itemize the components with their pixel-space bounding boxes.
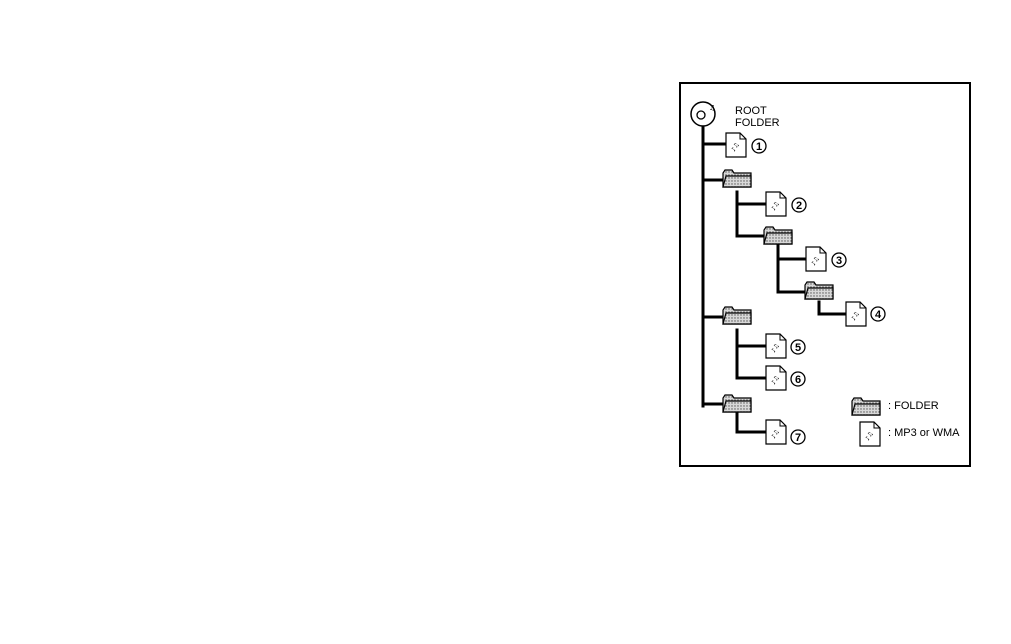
svg-text:5: 5 — [795, 342, 801, 354]
svg-text:4: 4 — [875, 309, 882, 321]
music-file-icon — [766, 420, 786, 444]
file-number-badge: 5 — [791, 340, 805, 354]
folder-icon — [723, 307, 751, 324]
file-number-badge: 4 — [871, 307, 885, 321]
music-file-icon — [726, 133, 746, 157]
disc-icon: ♫ — [691, 102, 715, 126]
folder-icon — [805, 282, 833, 299]
file-number-badge: 2 — [792, 198, 806, 212]
file-number-badge: 1 — [752, 139, 766, 153]
music-file-icon — [806, 247, 826, 271]
legend-folder-icon — [852, 398, 880, 415]
folder-icon — [723, 395, 751, 412]
svg-text:1: 1 — [756, 141, 762, 153]
legend-folder-label: : FOLDER — [888, 400, 939, 412]
music-file-icon — [846, 302, 866, 326]
folder-icon — [723, 170, 751, 187]
svg-text:6: 6 — [795, 374, 801, 386]
file-number-badge: 7 — [791, 430, 805, 444]
root-folder-label: ROOT FOLDER — [735, 105, 780, 129]
folder-icon — [764, 227, 792, 244]
file-number-badge: 3 — [832, 253, 846, 267]
svg-text:3: 3 — [836, 255, 842, 267]
svg-text:7: 7 — [795, 432, 801, 444]
svg-text:2: 2 — [796, 200, 802, 212]
legend-file-label: : MP3 or WMA — [888, 427, 960, 439]
svg-text:♫: ♫ — [709, 104, 715, 112]
music-file-icon — [766, 192, 786, 216]
folder-structure-diagram: ♪♫ ♫ — [679, 82, 971, 467]
music-file-icon — [766, 334, 786, 358]
file-number-badge: 6 — [791, 372, 805, 386]
legend-file-icon — [860, 422, 880, 446]
music-file-icon — [766, 366, 786, 390]
